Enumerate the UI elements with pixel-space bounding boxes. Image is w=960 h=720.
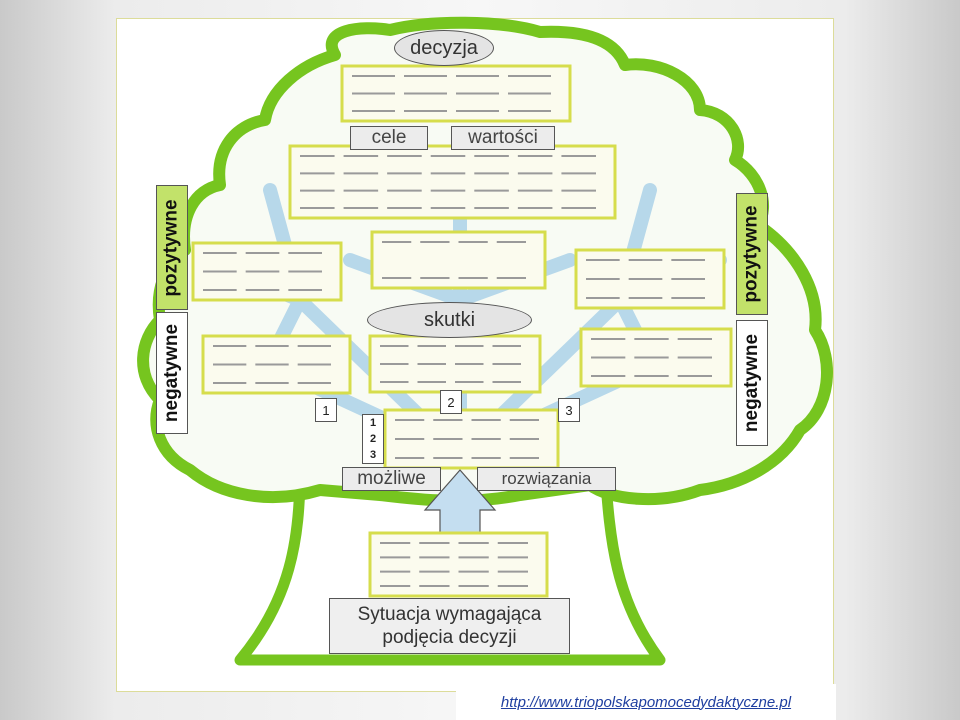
left-negative-tab: negatywne	[156, 312, 188, 434]
solutions-label: rozwiązania	[477, 467, 616, 491]
decision-oval: decyzja	[394, 30, 494, 66]
left-positive-tab: pozytywne	[156, 185, 188, 310]
source-link[interactable]: http://www.triopolskapomocedydaktyczne.p…	[456, 684, 836, 720]
content-box	[370, 230, 547, 290]
branch-number-1: 1	[315, 398, 337, 422]
branch-number-3: 3	[558, 398, 580, 422]
right-positive-tab: pozytywne	[736, 193, 768, 315]
right-negative-tab: negatywne	[736, 320, 768, 446]
branch-number-2: 2	[440, 390, 462, 414]
values-label: wartości	[451, 126, 555, 150]
solution-number-list: 1 2 3	[362, 414, 384, 464]
consequences-oval: skutki	[367, 302, 532, 338]
content-boxes	[191, 64, 733, 598]
list-number: 3	[369, 449, 377, 461]
goals-label: cele	[350, 126, 428, 150]
situation-line-1: Sytuacja wymagająca	[357, 604, 542, 625]
situation-box: Sytuacja wymagająca podjęcia decyzji	[329, 598, 570, 654]
list-number: 2	[369, 433, 377, 445]
situation-line-2: podjęcia decyzji	[382, 627, 517, 648]
list-number: 1	[369, 417, 377, 429]
content-box	[288, 144, 617, 220]
possible-label: możliwe	[342, 467, 441, 491]
